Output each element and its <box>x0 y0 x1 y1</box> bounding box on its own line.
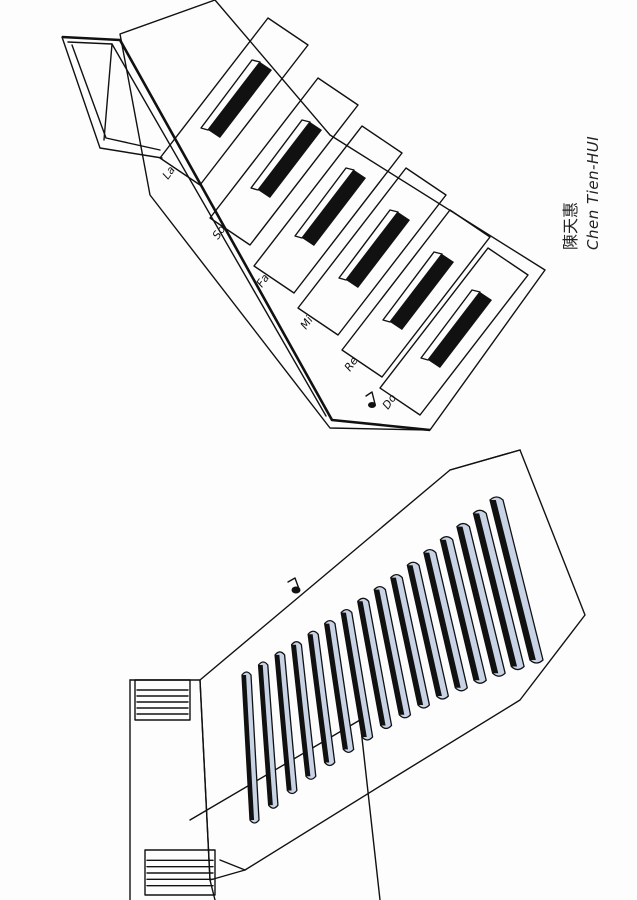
key-shadow <box>456 526 499 674</box>
key-shadow <box>258 664 273 806</box>
stair-label-re: Re <box>342 354 361 373</box>
vent-slats <box>136 689 214 887</box>
key-shadow <box>374 589 405 715</box>
music-note-icon <box>365 391 376 408</box>
key-shadow <box>275 654 292 791</box>
key-shadow <box>490 500 536 660</box>
stair-label-fa: Fa <box>254 271 272 289</box>
stair-label-so: So <box>210 223 229 242</box>
signature-english: Chen Tien-HUI <box>584 135 602 250</box>
music-note-icon <box>287 577 301 594</box>
stair-label-mi: Mi <box>298 314 316 332</box>
black-key-inset <box>390 254 454 330</box>
stair-platform <box>61 0 546 432</box>
curved-keys <box>241 496 544 824</box>
stair-step-fa: Fa <box>253 125 403 294</box>
black-key-inset <box>428 292 492 368</box>
key-shadow <box>390 577 424 705</box>
black-key-inset <box>346 212 410 288</box>
artist-signature: 陳天惠 Chen Tien-HUI <box>560 135 637 250</box>
key-shadow <box>440 539 480 681</box>
signature-chinese: 陳天惠 <box>561 201 580 250</box>
stair-step-mi: Mi <box>297 167 447 336</box>
black-key-inset <box>208 62 272 138</box>
stair-steps: Do Re Mi Fa So La <box>159 17 529 416</box>
key-shadow <box>341 612 367 737</box>
key-shadow <box>407 565 442 697</box>
key-shadow <box>291 644 311 777</box>
black-key-inset <box>258 122 322 198</box>
key-shadow <box>324 623 348 750</box>
key-shadow <box>357 601 386 726</box>
stair-label-do: Do <box>380 392 400 412</box>
key-shadow <box>423 552 461 688</box>
black-key-inset <box>302 170 366 246</box>
key-shadow <box>308 634 330 763</box>
stair-label-la: La <box>160 164 178 182</box>
key-shadow <box>473 513 518 667</box>
key-shadow <box>242 675 255 820</box>
